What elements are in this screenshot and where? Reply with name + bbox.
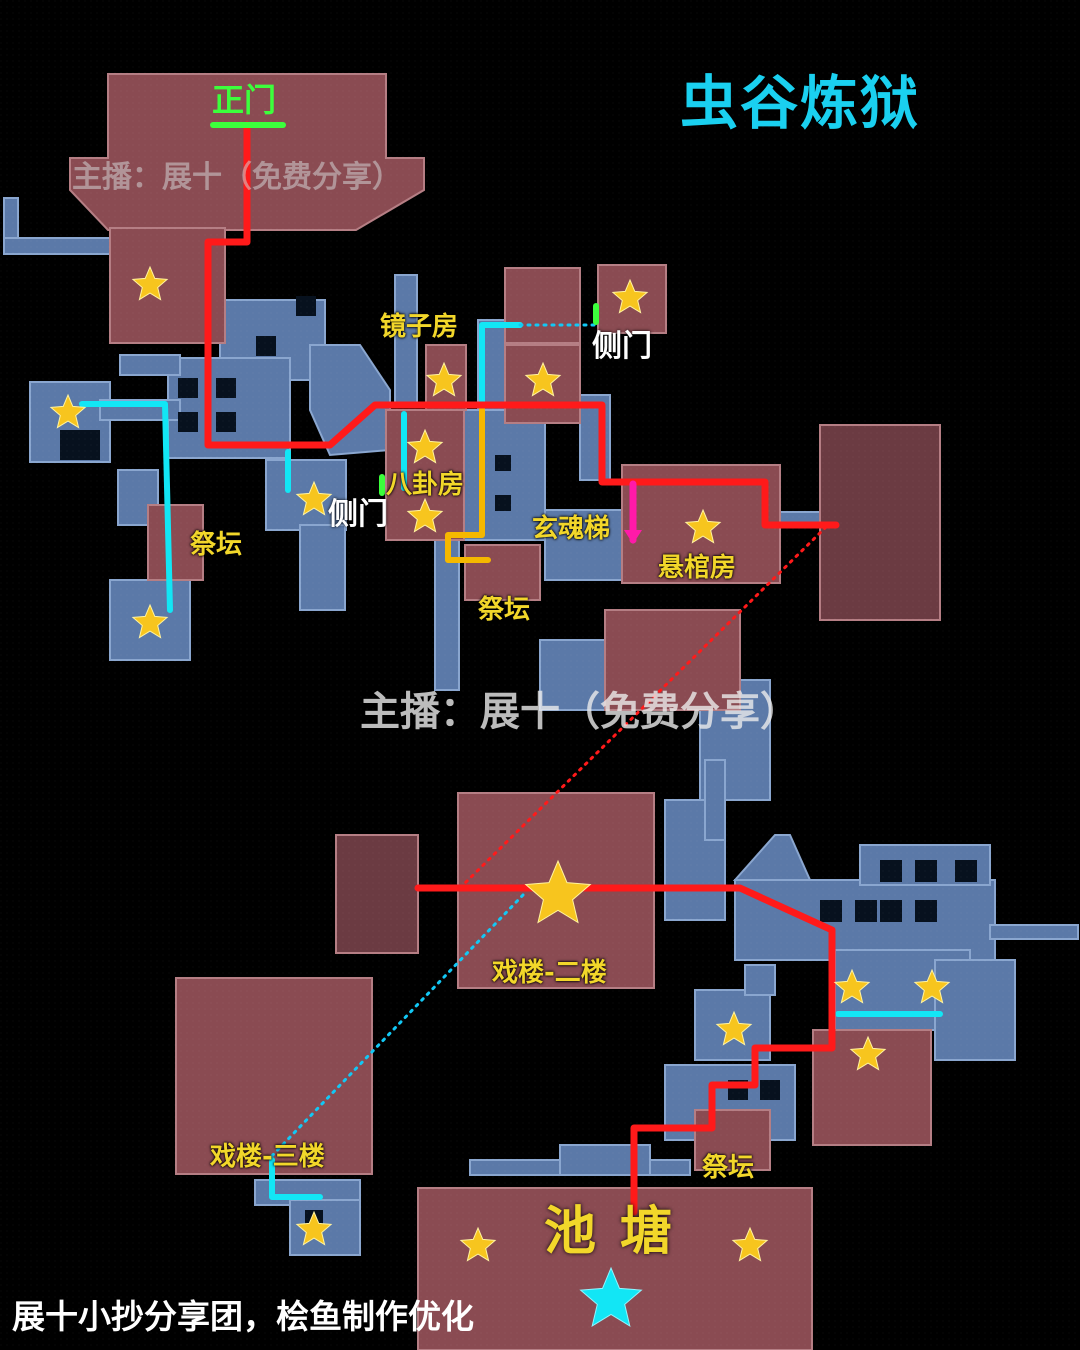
dotted-routes <box>266 323 597 1162</box>
xuanhun-ladder-label: 玄魂梯 <box>532 514 611 544</box>
star-icon <box>459 1226 497 1262</box>
theater-3f-label: 戏楼-三楼 <box>210 1142 325 1172</box>
big-star-icon <box>524 859 592 924</box>
door-markers <box>210 122 599 496</box>
credit-line: 展十小抄分享团，桧鱼制作优化 <box>12 1297 474 1336</box>
main-gate-label: 正门 <box>212 81 277 119</box>
bagua-room-label: 八卦房 <box>386 470 465 500</box>
ladder-arrow <box>624 530 642 544</box>
altar-label-south: 祭坛 <box>702 1153 755 1183</box>
star-icon <box>425 361 463 397</box>
star-icon <box>131 603 169 639</box>
star-icon <box>295 480 333 516</box>
star-icon <box>913 968 951 1004</box>
main-route <box>204 121 840 1216</box>
side-routes <box>79 322 943 1200</box>
star-icon <box>295 1210 333 1246</box>
stars <box>49 265 951 1327</box>
alt-route <box>445 407 491 563</box>
cyan-star-icon <box>579 1266 643 1327</box>
star-icon <box>715 1010 753 1046</box>
streamer-watermark-center: 主播：展十（免费分享） <box>360 689 800 735</box>
star-icon <box>849 1035 887 1071</box>
map-title: 虫谷炼狱 <box>680 69 921 137</box>
hanging-coffin-room-label: 悬棺房 <box>658 553 737 583</box>
altar-label-center: 祭坛 <box>478 595 531 625</box>
pond-label: 池塘 <box>544 1202 697 1262</box>
star-icon <box>731 1226 769 1262</box>
altar-label-west: 祭坛 <box>190 530 243 560</box>
mirror-room-label: 镜子房 <box>380 312 459 342</box>
star-icon <box>49 393 87 429</box>
star-icon <box>406 428 444 464</box>
star-icon <box>524 361 562 397</box>
star-icon <box>833 968 871 1004</box>
star-icon <box>406 497 444 533</box>
star-icon <box>684 508 722 544</box>
streamer-watermark: 主播：展十（免费分享） <box>72 160 402 195</box>
star-icon <box>611 278 649 314</box>
red-dotted-route <box>458 525 828 890</box>
theater-2f-label: 戏楼-二楼 <box>492 958 607 988</box>
star-icon <box>131 265 169 301</box>
side-door-label-east: 侧门 <box>592 329 652 364</box>
side-door-label-west: 侧门 <box>328 497 388 532</box>
